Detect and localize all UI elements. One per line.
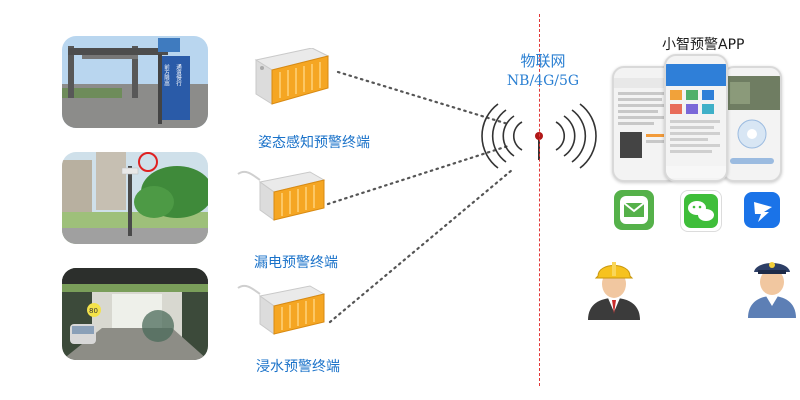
worker-avatar [584,256,644,324]
network-divider-line [539,14,540,386]
link-leakage [326,144,510,206]
network-subtitle: NB/4G/5G [506,73,580,89]
network-title: 物联网 [520,52,566,70]
leakage-sensor-device [236,166,332,230]
phone-right-screenshot [722,66,782,182]
attitude-terminal-label: 姿态感知预警终端 [258,135,370,151]
police-avatar [744,252,800,322]
signal-antenna-icon [481,103,597,169]
street-lamp-pole-photo [62,152,208,244]
link-flood [328,168,514,324]
height-limit-gantry-photo: 前方限高 通道慢行 [62,36,208,128]
flood-sensor-device [236,282,332,346]
svg-text:80: 80 [89,307,98,315]
underpass-tunnel-photo: 80 [62,268,208,360]
leakage-terminal-label: 漏电预警终端 [254,255,338,271]
app-title: 小智预警APP [662,37,745,53]
phone-center-screenshot [664,54,728,182]
gantry-sign-text: 前方限高 [163,63,170,88]
flood-terminal-label: 浸水预警终端 [256,359,340,375]
svg-text:通道慢行: 通道慢行 [175,63,182,88]
dingtalk-icon [742,190,782,230]
wechat-icon [680,190,722,232]
attitude-sensor-device [246,47,332,114]
link-attitude [336,70,510,126]
sms-icon [614,190,654,230]
